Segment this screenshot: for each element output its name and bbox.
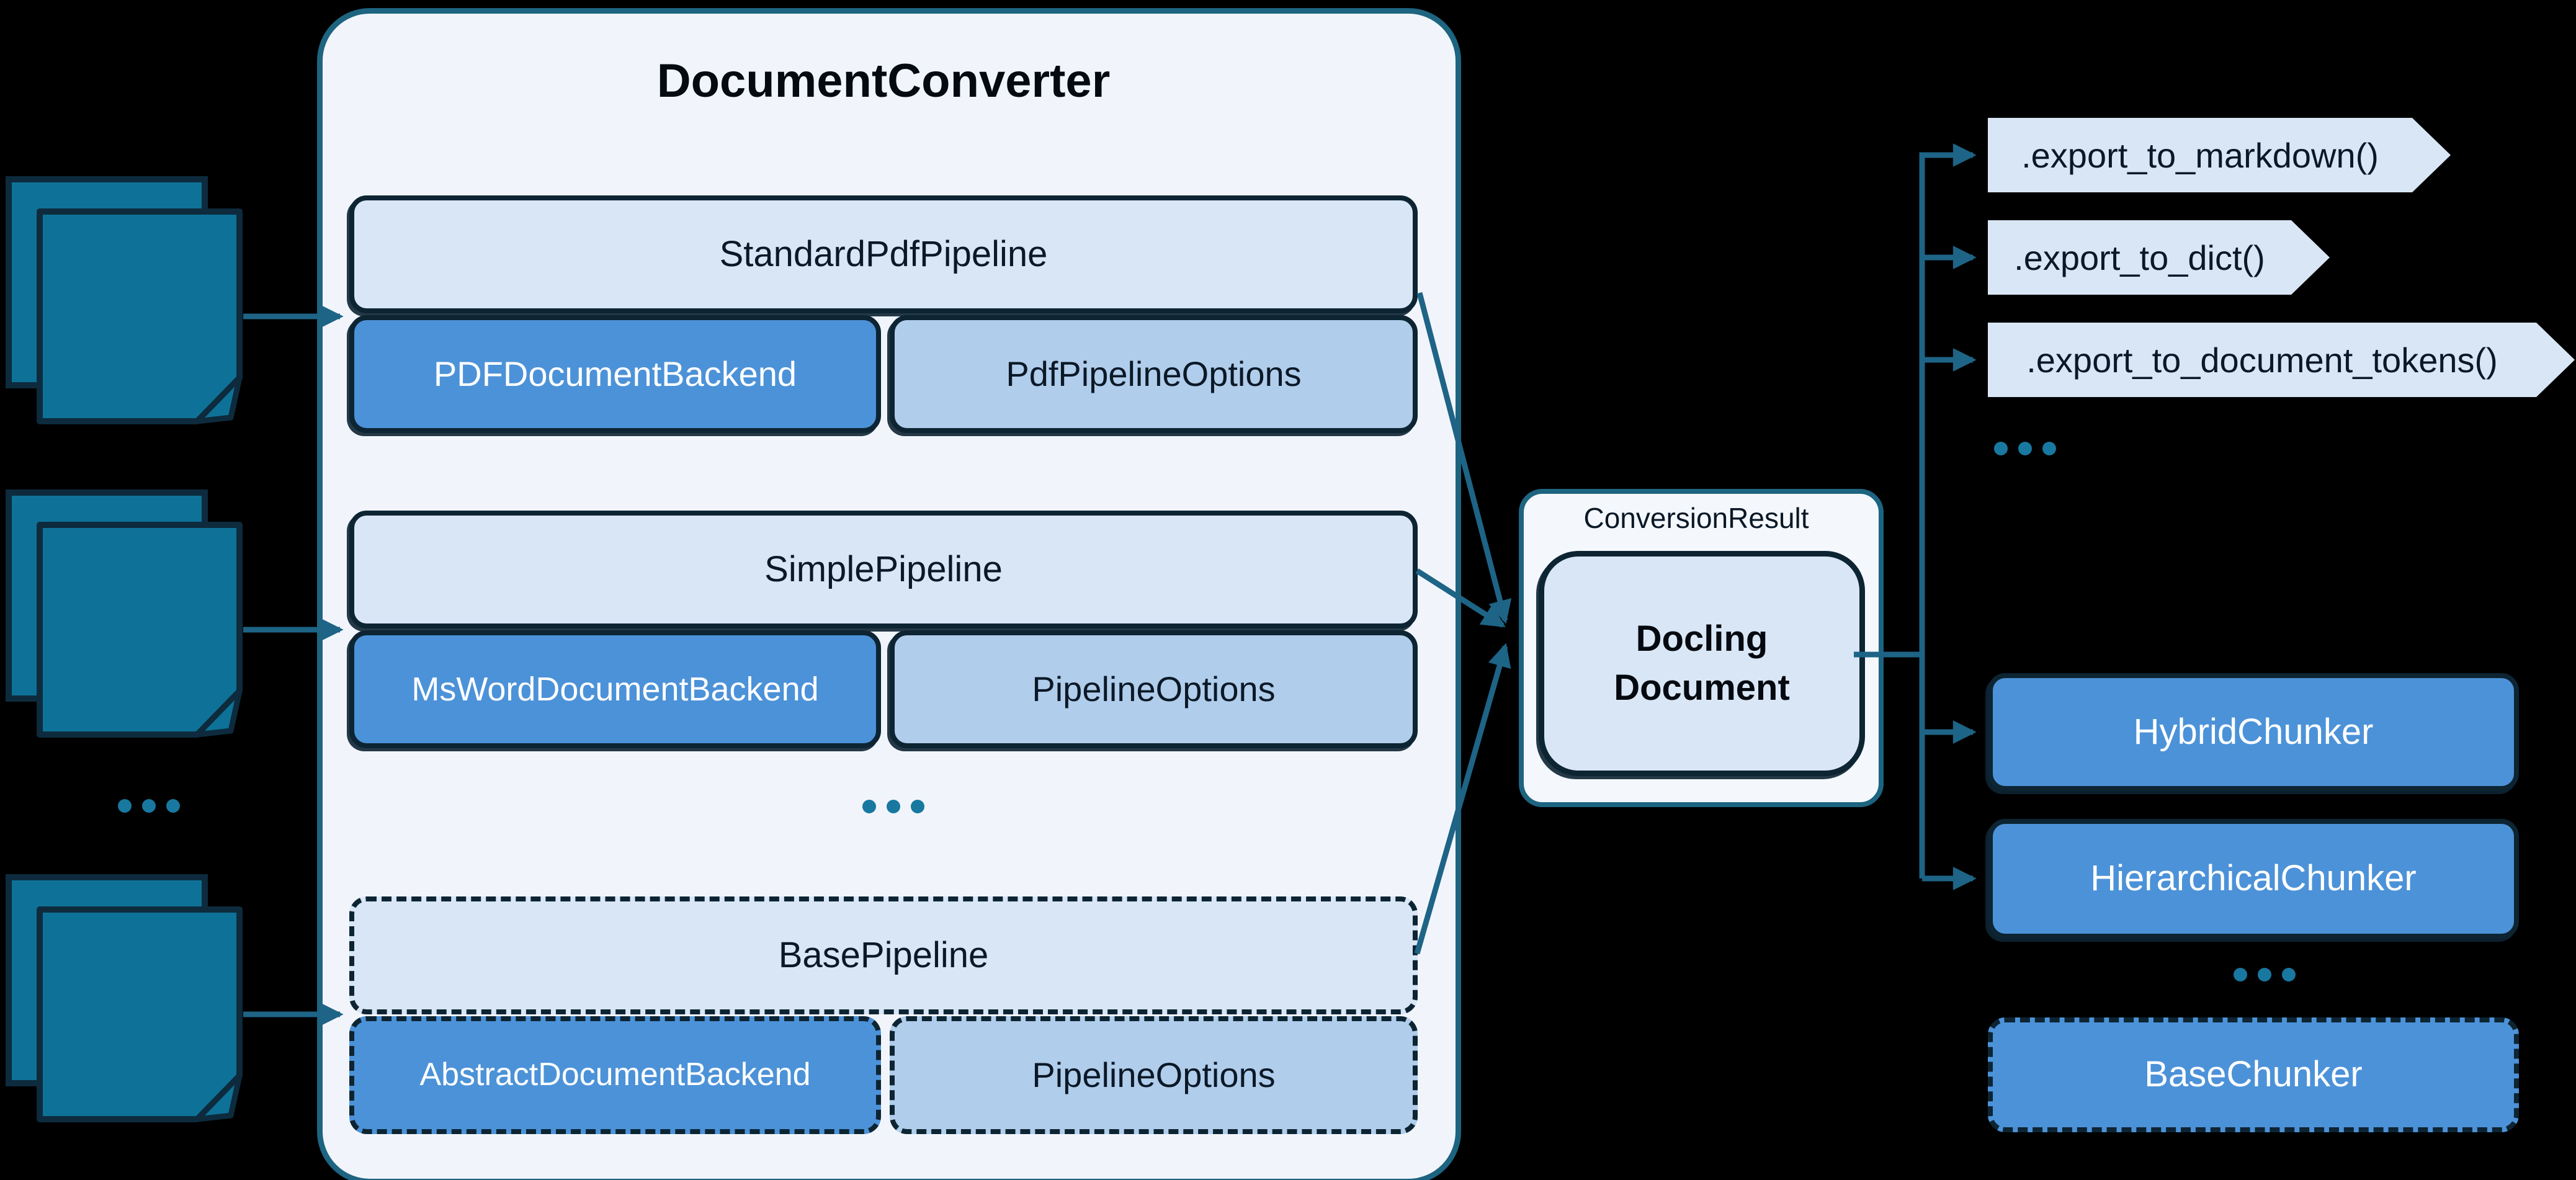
docx-document-icon (6, 489, 243, 738)
base-pipeline-box: BasePipeline (349, 896, 1418, 1014)
conversion-result-label: ConversionResult (1583, 502, 1809, 534)
simple-pipeline-box: SimplePipeline (349, 511, 1418, 628)
arrow-trunk-to-markdown (1919, 143, 1977, 878)
pdf-pipeline-options-box: PdfPipelineOptions (890, 315, 1418, 433)
abstract-document-backend-box: AbstractDocumentBackend (349, 1016, 881, 1134)
exports-ellipsis (1994, 442, 2056, 455)
some-format-document-icon (6, 874, 243, 1122)
export-to-markdown-chevron: .export_to_markdown() (1988, 118, 2451, 192)
pdf-document-backend-box: PDFDocumentBackend (349, 315, 881, 433)
converter-ellipsis (862, 800, 924, 813)
base-chunker-box: BaseChunker (1988, 1017, 2519, 1132)
document-converter-title: DocumentConverter (656, 54, 1111, 107)
docling-document-box: Docling Document (1539, 551, 1865, 776)
base-pipeline-options-box: PipelineOptions (890, 1016, 1418, 1134)
hybrid-chunker-box: HybridChunker (1988, 673, 2519, 791)
chunkers-ellipsis (2234, 968, 2296, 981)
docling-document-label: Docling Document (1614, 619, 1790, 708)
pipeline-options-box: PipelineOptions (890, 630, 1418, 748)
standard-pdf-pipeline-box: StandardPdfPipeline (349, 195, 1418, 313)
inputs-ellipsis (118, 799, 180, 813)
pdf-document-icon (6, 176, 243, 424)
hierarchical-chunker-box: HierarchicalChunker (1988, 819, 2519, 939)
export-to-document-tokens-chevron: .export_to_document_tokens() (1988, 323, 2575, 397)
msword-document-backend-box: MsWordDocumentBackend (349, 630, 881, 748)
export-to-dict-chevron: .export_to_dict() (1988, 220, 2330, 295)
